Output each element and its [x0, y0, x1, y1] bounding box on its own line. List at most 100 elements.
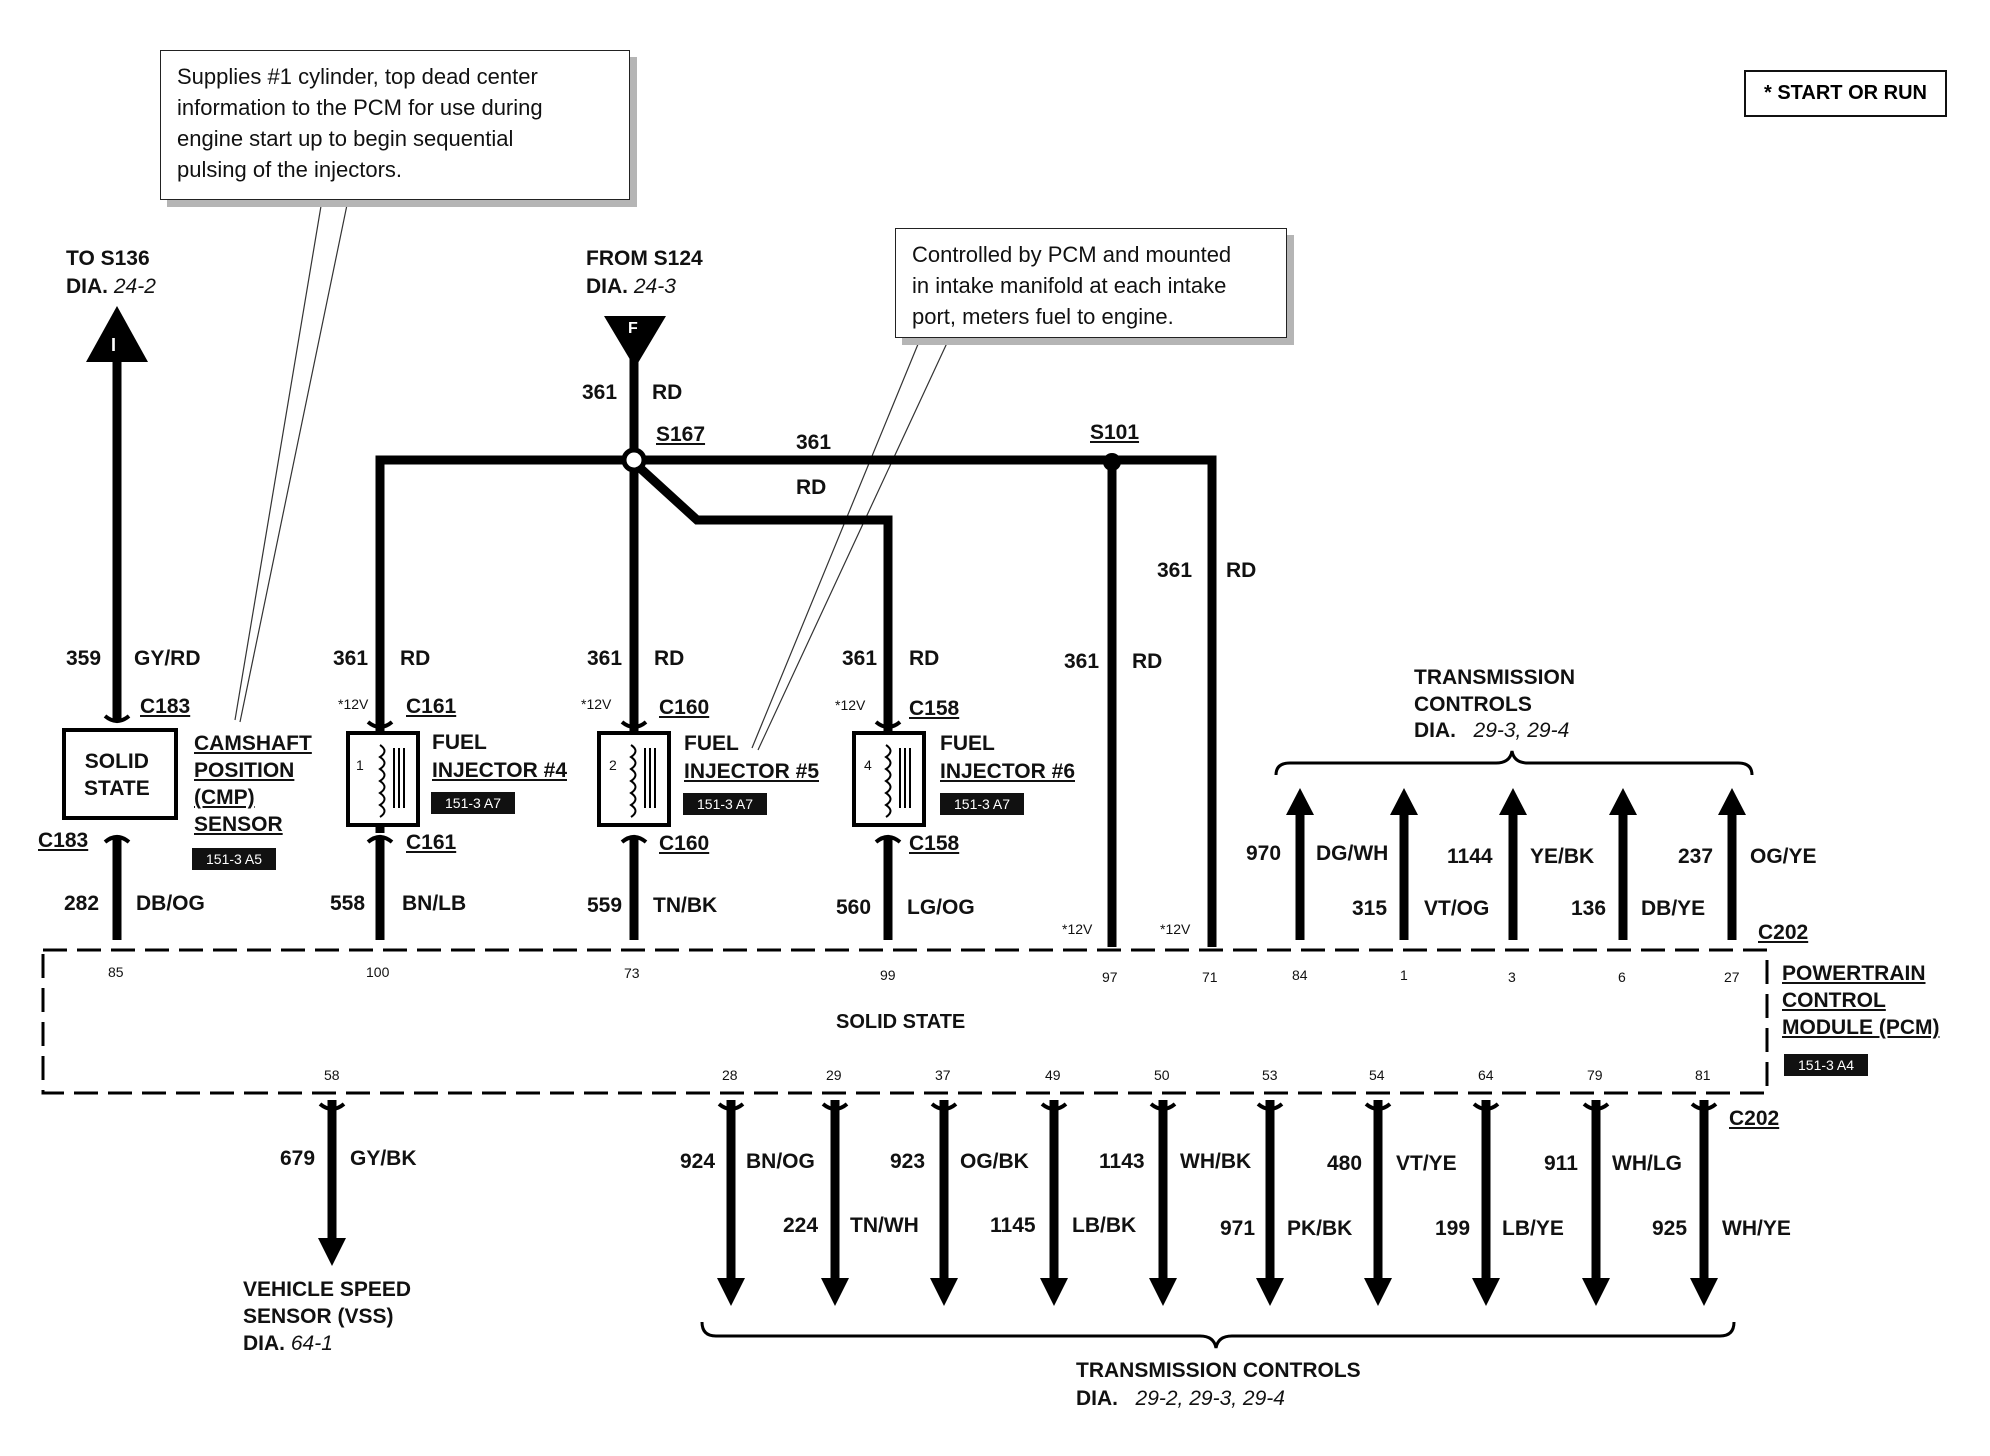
trans-top-dia: DIA. 29-3, 29-4 [1414, 720, 1569, 741]
cmp-sensor-name: CAMSHAFT POSITION (CMP) SENSOR [194, 730, 312, 838]
wire-color: TN/BK [653, 894, 718, 917]
wire-num: 560 [836, 896, 872, 919]
splice-s167-label: S167 [656, 423, 706, 446]
wire-color: LB/YE [1502, 1217, 1564, 1240]
wire-color: PK/BK [1287, 1217, 1353, 1240]
wire-num: 199 [1435, 1217, 1471, 1240]
trans-top-brace [1274, 750, 1754, 776]
wire-color: RD [654, 647, 685, 670]
from-s124-dia: DIA. 24-3 [586, 276, 676, 297]
wire-color: WH/BK [1180, 1150, 1252, 1173]
transmission-arrows-up [1286, 788, 1746, 815]
pcm-pin: 53 [1262, 1067, 1278, 1083]
cmp-note: Supplies #1 cylinder, top dead center in… [160, 50, 630, 200]
wire-num: 1144 [1447, 845, 1493, 868]
vss-dia: DIA. 64-1 [243, 1330, 411, 1357]
wire-color: RD [1226, 559, 1257, 582]
bus-wire-num: 361 [796, 431, 832, 454]
cmp-sensor-body: SOLID STATE [84, 748, 150, 802]
wire-color: BN/LB [402, 892, 467, 915]
wire-color: VT/YE [1396, 1152, 1457, 1175]
pcm-pin: 79 [1587, 1067, 1603, 1083]
pcm-connector-bottom: C202 [1729, 1107, 1780, 1130]
pcm-pin: 84 [1292, 967, 1308, 983]
splice-s167 [621, 447, 647, 473]
wire-color: DG/WH [1316, 842, 1389, 865]
wire-num: 361 [333, 647, 369, 670]
dia-label: DIA. [1414, 719, 1456, 742]
injector5-ref-badge: 151-3 A7 [683, 793, 768, 815]
connector-caps [103, 714, 902, 844]
wire-color: LG/OG [907, 896, 975, 919]
dia-label: DIA. [586, 275, 628, 298]
trans-bottom-brace [700, 1321, 1736, 1349]
dia-label: DIA. [66, 275, 108, 298]
vss-name-line: VEHICLE SPEED [243, 1278, 412, 1301]
pcm-name-line: CONTROL [1782, 989, 1886, 1012]
injector-note-line: Controlled by PCM and mounted [912, 242, 1232, 267]
wire-color: YE/BK [1530, 845, 1595, 868]
dia-label: DIA. [243, 1332, 285, 1355]
pcm-pin: 100 [366, 964, 390, 980]
injector6-conn-top: C158 [909, 697, 960, 720]
pcm-box [41, 948, 1769, 1095]
pcm-pin: 64 [1478, 1067, 1494, 1083]
pcm-pin: 3 [1508, 969, 1516, 985]
cmp-name-line: (CMP) [194, 786, 255, 809]
cmp-body-line: SOLID [84, 750, 149, 773]
injector4-conn-bottom: C161 [406, 831, 457, 854]
bottom-caps [318, 1102, 1718, 1111]
cmp-note-line: engine start up to begin sequential [177, 126, 514, 151]
injector-coils [378, 744, 911, 818]
wire-num: 361 [1157, 559, 1193, 582]
bus-wire-color: RD [796, 476, 827, 499]
pcm-body-label: SOLID STATE [836, 1011, 966, 1033]
wire-num: 558 [330, 892, 366, 915]
trans-title-line: TRANSMISSION [1414, 666, 1576, 689]
wire-color: VT/OG [1424, 897, 1490, 920]
injector5-name2: INJECTOR #5 [684, 760, 819, 783]
injector5-conn-bottom: C160 [659, 832, 710, 855]
connector-f-letter: F [628, 320, 638, 337]
injector5-name1: FUEL [684, 732, 739, 755]
pcm-name: POWERTRAIN CONTROL MODULE (PCM) [1782, 960, 1939, 1041]
wire-num: 924 [680, 1150, 716, 1173]
arrow-i-letter: I [111, 335, 117, 355]
vss-name-line: SENSOR (VSS) [243, 1305, 394, 1328]
splice-s101-label: S101 [1090, 421, 1140, 444]
pcm-ref-badge: 151-3 A4 [1784, 1054, 1869, 1076]
splice-s101 [1103, 453, 1121, 471]
wire-num: 911 [1544, 1152, 1578, 1175]
wire-color: BN/OG [746, 1150, 815, 1173]
injector5-num: 2 [609, 757, 617, 773]
wire-color: GY/BK [350, 1147, 417, 1170]
cmp-sensor-box [62, 728, 178, 820]
wire-color: OG/BK [960, 1150, 1029, 1173]
pcm-pin: 28 [722, 1067, 738, 1083]
dia-ref: 29-2, 29-3, 29-4 [1135, 1387, 1285, 1410]
pcm-pin: 85 [108, 964, 124, 980]
wire-num: 559 [587, 894, 623, 917]
wire-num: 679 [280, 1147, 316, 1170]
pcm-name-line: POWERTRAIN [1782, 962, 1926, 985]
pcm-pin: 1 [1400, 967, 1408, 983]
wire-num: 224 [783, 1214, 819, 1237]
wire-num: 237 [1678, 845, 1714, 868]
wire-num: 1145 [990, 1214, 1036, 1237]
trans-bottom-dia: DIA. 29-2, 29-3, 29-4 [1076, 1388, 1285, 1409]
power-bus [375, 340, 1217, 947]
wire-color: RD [1132, 650, 1163, 673]
wire-num: 359 [66, 647, 102, 670]
pcm-pin: 97 [1102, 969, 1118, 985]
wire-num: 923 [890, 1150, 926, 1173]
dia-label: DIA. [1076, 1387, 1118, 1410]
wire-color: WH/YE [1722, 1217, 1791, 1240]
pcm-pin: 58 [324, 1067, 340, 1083]
from-s124-label: FROM S124 [586, 247, 703, 270]
wire-color: RD [909, 647, 940, 670]
star12-label: *12V [1062, 921, 1093, 937]
pcm-pin: 27 [1724, 969, 1740, 985]
wire-num: 282 [64, 892, 100, 915]
wire-num: 361 [582, 381, 618, 404]
